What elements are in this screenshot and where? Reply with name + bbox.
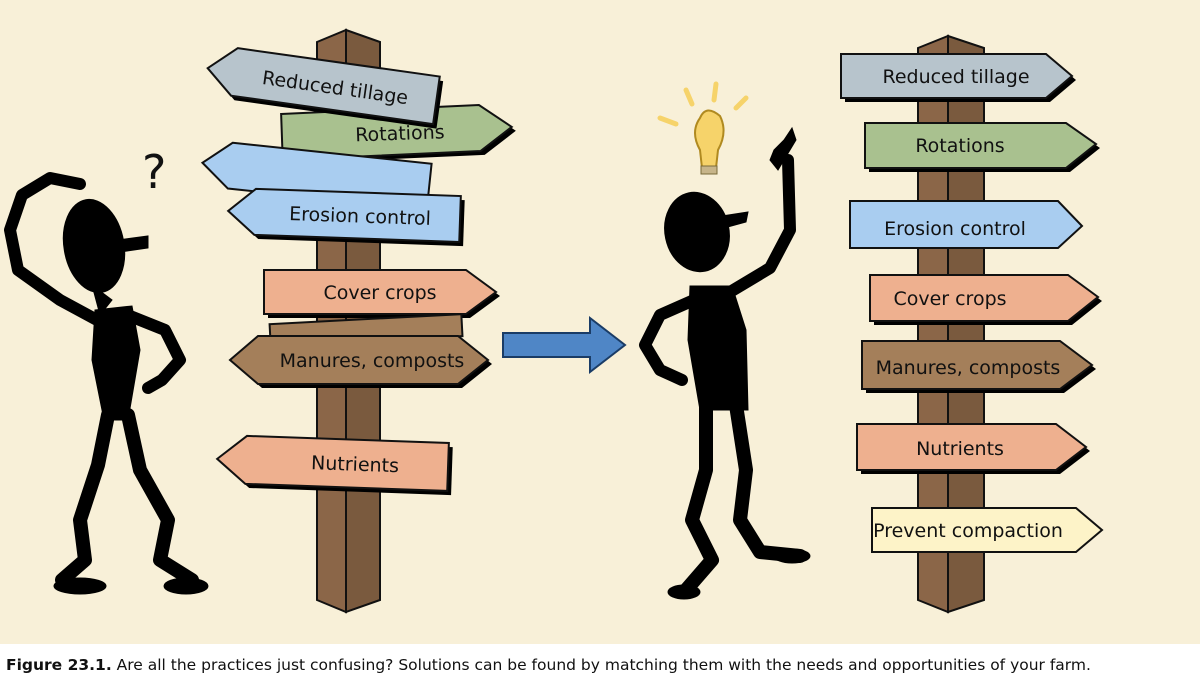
right-sign-4: Cover crops (869, 274, 1102, 325)
idea-person (639, 126, 811, 600)
right-sign-2-label: Rotations (915, 135, 1004, 157)
question-mark: ? (142, 145, 166, 199)
left-sign-4: Cover crops (263, 269, 500, 318)
right-sign-7-label: Prevent compaction (873, 520, 1063, 542)
right-sign-6-label: Nutrients (916, 438, 1004, 460)
left-sign-5: Manures, composts (228, 335, 492, 388)
lightbulb-icon (657, 81, 749, 175)
left-sign-6-label: Nutrients (311, 452, 400, 477)
right-sign-6-board (856, 423, 1088, 471)
left-sign-1-board (206, 47, 441, 126)
left-sign-2: Rotations (280, 104, 516, 164)
right-sign-1-label: Reduced tillage (882, 66, 1029, 88)
left-sign-1: Reduced tillage (206, 47, 444, 129)
left-sign-4-label: Cover crops (323, 282, 436, 304)
right-sign-5-board (861, 340, 1094, 390)
left-sign-5-board (228, 335, 490, 385)
right-sign-3-label: Erosion control (884, 218, 1026, 240)
caption-label: Figure 23.1. (6, 656, 112, 674)
right-sign-7-board (871, 507, 1104, 553)
right-sign-7: Prevent compaction (871, 507, 1104, 553)
right-sign-2: Rotations (864, 122, 1100, 172)
right-sign-5-label: Manures, composts (876, 357, 1061, 379)
left-sign-3-label: Erosion control (289, 203, 431, 230)
left-sign-3: Erosion control (226, 187, 465, 247)
right-sign-4-label: Cover crops (893, 288, 1006, 310)
right-sign-3-board (849, 200, 1084, 249)
right-sign-1-board (840, 53, 1074, 99)
right-sign-2-board (864, 122, 1098, 169)
right-sign-6: Nutrients (856, 423, 1090, 474)
left-sign-3-board (226, 187, 462, 244)
figure-caption: Figure 23.1. Are all the practices just … (6, 656, 1194, 686)
left-sign-6: Nutrients (215, 434, 453, 496)
left-sign-6-board (215, 434, 450, 492)
left-sign-5-label: Manures, composts (280, 350, 465, 372)
right-sign-1: Reduced tillage (840, 53, 1076, 102)
right-sign-3: Erosion control (849, 200, 1084, 249)
right-sign-5: Manures, composts (861, 340, 1096, 393)
right-sign-4-board (869, 274, 1100, 322)
confused-person (4, 172, 209, 595)
figure-illustration: Rotations Reduced tillage Erosion contro… (4, 28, 1104, 614)
left-sign-4-board (263, 269, 498, 315)
figure-panel: Rotations Reduced tillage Erosion contro… (0, 0, 1200, 644)
transition-arrow (502, 315, 627, 375)
caption-text: Are all the practices just confusing? So… (111, 656, 1091, 674)
